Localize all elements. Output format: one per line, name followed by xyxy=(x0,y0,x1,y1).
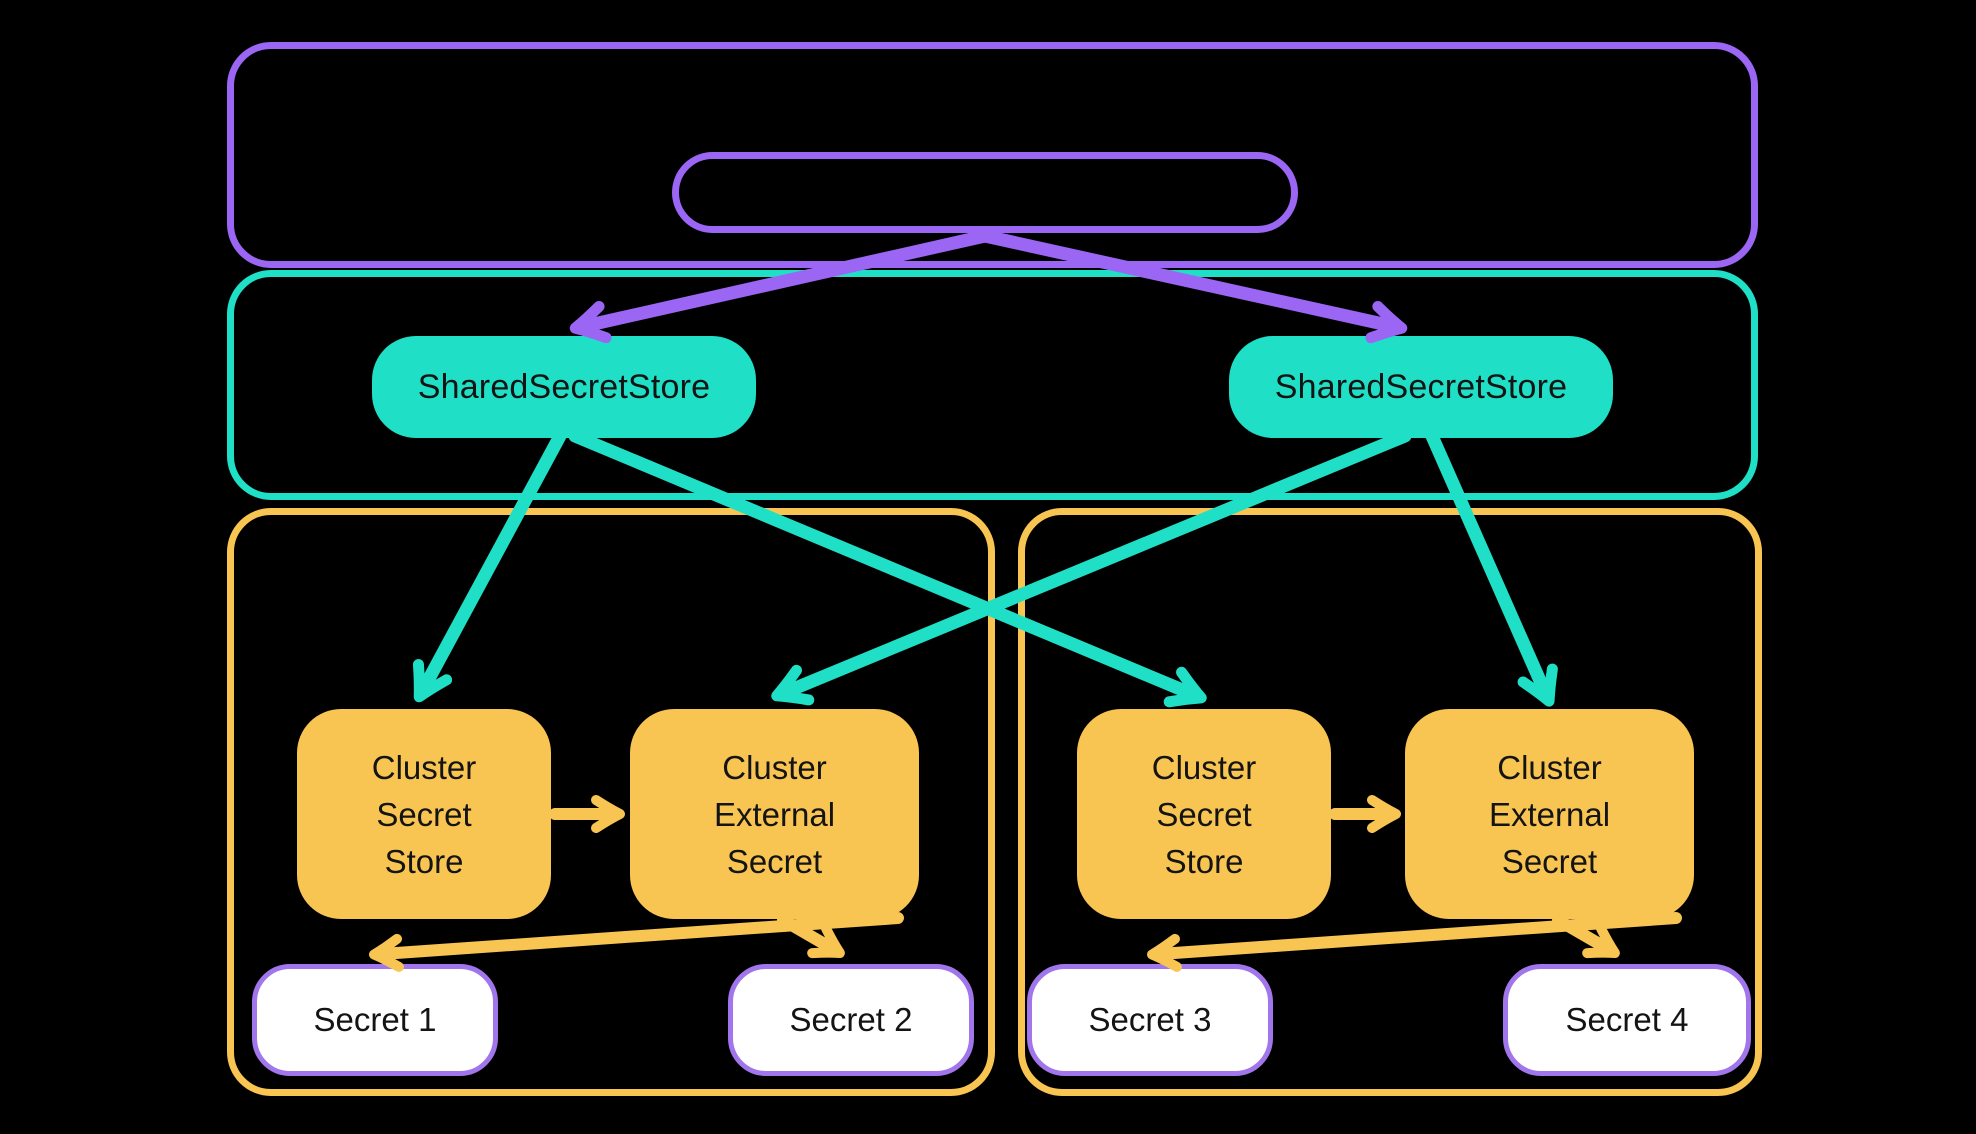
secret-3-label: Secret 3 xyxy=(1088,1001,1212,1038)
cluster-2-external-secret-label: Cluster External Secret xyxy=(1489,744,1610,885)
cluster-2-secret-store-label: Cluster Secret Store xyxy=(1152,744,1257,885)
label-line: Secret xyxy=(1156,795,1252,833)
secret-2-node: Secret 2 xyxy=(728,964,974,1076)
label-line: External xyxy=(713,795,836,833)
cluster-2-external-secret: Cluster External Secret xyxy=(1405,709,1694,919)
label-line: Store xyxy=(1164,842,1244,880)
control-plane-pill xyxy=(672,152,1298,233)
label-line: Secret xyxy=(376,795,472,833)
cluster-1-external-secret-label: Cluster External Secret xyxy=(714,744,835,885)
cluster-1-secret-store: Cluster Secret Store xyxy=(297,709,551,919)
label-line: External xyxy=(1488,795,1611,833)
cluster-1-external-secret: Cluster External Secret xyxy=(630,709,919,919)
cluster-1-secret-store-label: Cluster Secret Store xyxy=(372,744,477,885)
label-line: Cluster xyxy=(1497,748,1602,786)
label-line: Cluster xyxy=(722,748,827,786)
label-line: Cluster xyxy=(371,748,477,786)
label-line: Secret xyxy=(1501,842,1598,880)
shared-secret-store-right: SharedSecretStore xyxy=(1229,336,1613,438)
label-line: Cluster xyxy=(1151,748,1257,786)
shared-secret-store-left-label: SharedSecretStore xyxy=(417,367,711,406)
secret-3-node: Secret 3 xyxy=(1027,964,1273,1076)
shared-secret-store-left: SharedSecretStore xyxy=(372,336,756,438)
secret-4-node: Secret 4 xyxy=(1503,964,1751,1076)
secret-4-label: Secret 4 xyxy=(1565,1001,1689,1038)
label-line: Secret xyxy=(726,842,823,880)
cluster-2-secret-store: Cluster Secret Store xyxy=(1077,709,1331,919)
shared-secret-store-right-label: SharedSecretStore xyxy=(1274,367,1568,406)
secret-2-label: Secret 2 xyxy=(789,1001,913,1038)
secret-1-node: Secret 1 xyxy=(252,964,498,1076)
secret-1-label: Secret 1 xyxy=(313,1001,437,1038)
label-line: Store xyxy=(384,842,464,880)
